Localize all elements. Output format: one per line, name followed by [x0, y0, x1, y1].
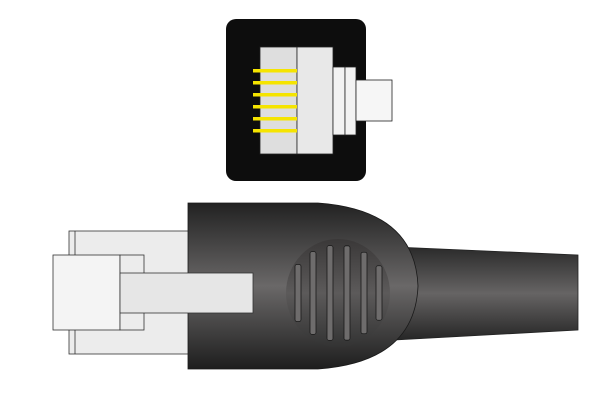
- contact-pin: [253, 105, 297, 109]
- grille-rib: [343, 245, 351, 341]
- grip-grille: [286, 239, 390, 347]
- grille-rib: [309, 251, 317, 335]
- contact-pins: [253, 69, 297, 133]
- jack-latch-base: [332, 66, 346, 136]
- jack-latch-tab: [355, 79, 393, 122]
- jack-latch-mid: [344, 66, 357, 136]
- contact-pin: [253, 93, 297, 97]
- jack-front-view: [226, 19, 393, 181]
- contact-pin: [253, 69, 297, 73]
- contact-pin: [253, 129, 297, 133]
- grille-ribs: [294, 245, 383, 341]
- jack-body-right: [296, 46, 334, 155]
- plug-latch-tab: [119, 272, 254, 314]
- cable-plug-side-view: [52, 202, 579, 370]
- plug-front-block: [52, 254, 121, 331]
- jack-body-left: [259, 46, 298, 155]
- grille-rib: [360, 251, 368, 335]
- grille-rib: [326, 245, 334, 341]
- grille-rib: [375, 265, 383, 321]
- cable: [394, 246, 579, 341]
- grille-rib: [294, 264, 302, 322]
- contact-pin: [253, 81, 297, 85]
- contact-pin: [253, 117, 297, 121]
